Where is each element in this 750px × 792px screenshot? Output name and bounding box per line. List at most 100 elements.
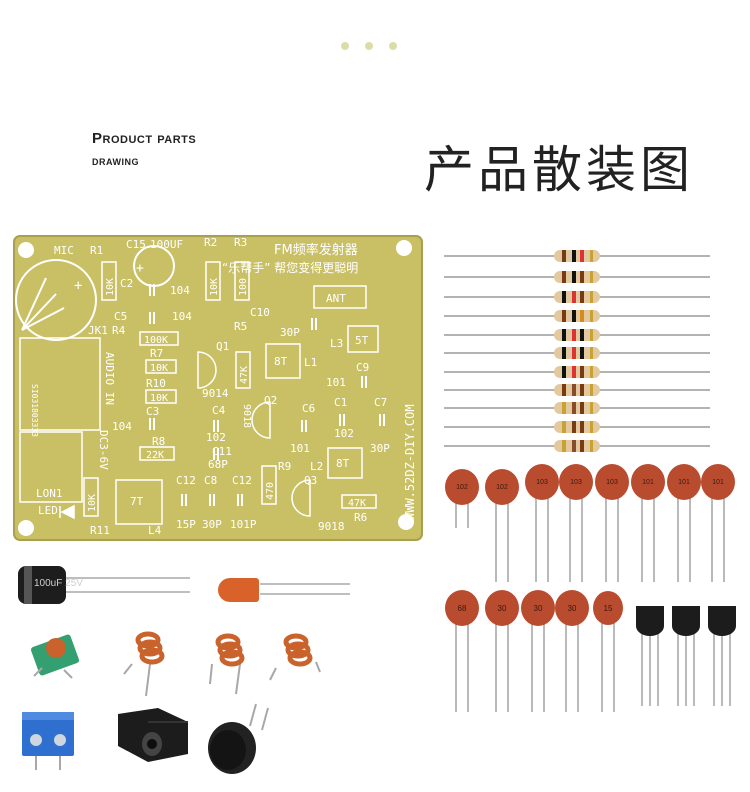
electrolytic-capacitor: 100uF 25V <box>18 566 190 604</box>
capacitors-row-2: 68 30 30 30 15 <box>445 590 623 712</box>
cap-label: 101 <box>678 479 690 486</box>
label-jk1: JK1 <box>88 324 108 337</box>
label-c12a-value: 15P <box>176 518 196 531</box>
label-c3-value: 104 <box>112 420 132 433</box>
led <box>218 578 350 602</box>
label-r10-value: 10K <box>150 393 168 404</box>
label-c1-value: 102 <box>334 427 354 440</box>
label-r9: R9 <box>278 460 291 473</box>
l3-pad <box>347 325 379 353</box>
dot-3 <box>389 42 397 50</box>
terminal-block <box>22 712 74 770</box>
english-title: Product parts drawing <box>92 128 196 172</box>
decorative-dots <box>341 42 397 50</box>
resistor-footprints <box>83 261 277 517</box>
transistor <box>708 606 736 636</box>
label-l3: L3 <box>330 337 343 350</box>
english-title-line1: Product parts <box>92 130 197 147</box>
chinese-title: 产品散装图 <box>424 141 694 199</box>
label-r10: R10 <box>146 377 166 390</box>
label-audio-in: AUDIO IN <box>103 352 116 405</box>
label-c2: C2 <box>120 277 133 290</box>
resistor <box>554 347 600 359</box>
label-r3: R3 <box>234 236 247 249</box>
pcb-title: FM频率发射器 <box>274 242 358 258</box>
label-c5: C5 <box>114 310 127 323</box>
label-c4-value: 102 <box>206 431 226 444</box>
label-q2-value: 9018 <box>241 404 252 428</box>
resistor <box>554 384 600 396</box>
l4-pad <box>115 479 163 525</box>
label-r1-value: 10K <box>105 278 116 296</box>
label-c1: C1 <box>334 396 347 409</box>
label-c10-value: 30P <box>280 326 300 339</box>
svg-text:+: + <box>74 278 82 294</box>
label-c5-value: 104 <box>172 310 192 323</box>
dot-2 <box>365 42 373 50</box>
power-pad <box>19 431 83 503</box>
cap-label: 102 <box>496 484 508 491</box>
pcb-slogan: “乐帮手” 帮您变得更聪明 <box>222 260 358 275</box>
label-led: LED <box>38 504 58 517</box>
label-lon1: LON1 <box>36 487 63 500</box>
label-c12b-value: 101P <box>230 518 257 531</box>
cap-label: 30 <box>498 604 507 613</box>
label-l4: L4 <box>148 524 162 537</box>
mic-footprint: + <box>15 259 97 341</box>
label-r8-value: 22K <box>146 450 164 461</box>
label-r11: R11 <box>90 524 110 537</box>
resistor <box>554 366 600 378</box>
cap-label: 101 <box>712 479 724 486</box>
coil-inductor <box>269 633 321 681</box>
cap-label: 103 <box>570 479 582 486</box>
label-c10: C10 <box>250 306 270 319</box>
transistors <box>636 606 736 706</box>
cap-label: 102 <box>456 484 468 491</box>
cap-label: 103 <box>606 479 618 486</box>
cap-label: 30 <box>568 604 577 613</box>
cap-label: 15 <box>604 604 613 613</box>
label-c8-value: 30P <box>202 518 222 531</box>
label-c9-value: 101 <box>326 376 346 389</box>
pcb-board: FM频率发射器 “乐帮手” 帮您变得更聪明 MIC R1 C15 100UF R… <box>13 235 423 541</box>
cap-label: 68 <box>458 604 467 613</box>
resistor <box>554 310 600 322</box>
resistor-group <box>444 250 710 452</box>
label-q3-value: 9018 <box>318 520 345 533</box>
label-q2: Q2 <box>264 394 277 407</box>
label-q1-value: 9014 <box>202 387 229 400</box>
pcb-website: WWW.52DZ-DIY.COM <box>403 404 417 520</box>
capacitor-footprints <box>149 284 385 506</box>
label-l1: L1 <box>304 356 317 369</box>
cap-label: 30 <box>534 604 543 613</box>
l2-pad <box>327 447 363 479</box>
coil-inductor <box>209 633 245 695</box>
label-r5-value: 47K <box>239 366 250 384</box>
resistor <box>554 421 600 433</box>
english-title-line2: drawing <box>92 153 139 168</box>
resistor <box>554 250 600 262</box>
label-r4: R4 <box>112 324 126 337</box>
label-c6: C6 <box>302 402 315 415</box>
label-r7: R7 <box>150 347 163 360</box>
label-r1: R1 <box>90 244 103 257</box>
label-q1: Q1 <box>216 340 229 353</box>
label-c15-value: 100UF <box>150 238 183 251</box>
resistor <box>554 402 600 414</box>
label-c11-value: 68P <box>208 458 228 471</box>
label-r3-value: 100 <box>238 278 249 296</box>
label-l1-value: 8T <box>274 355 288 368</box>
label-c3: C3 <box>146 405 159 418</box>
cap-label: 101 <box>642 479 654 486</box>
label-c7-value: 30P <box>370 442 390 455</box>
label-r5: R5 <box>234 320 247 333</box>
label-r2: R2 <box>204 236 217 249</box>
mount-hole <box>396 240 412 256</box>
l1-pad <box>265 343 301 379</box>
label-c12b: C12 <box>232 474 252 487</box>
label-ant: ANT <box>326 292 346 305</box>
label-serial: SI031803333 <box>30 384 39 437</box>
led-footprint <box>59 504 75 520</box>
green-adjustable-inductor <box>30 634 80 679</box>
